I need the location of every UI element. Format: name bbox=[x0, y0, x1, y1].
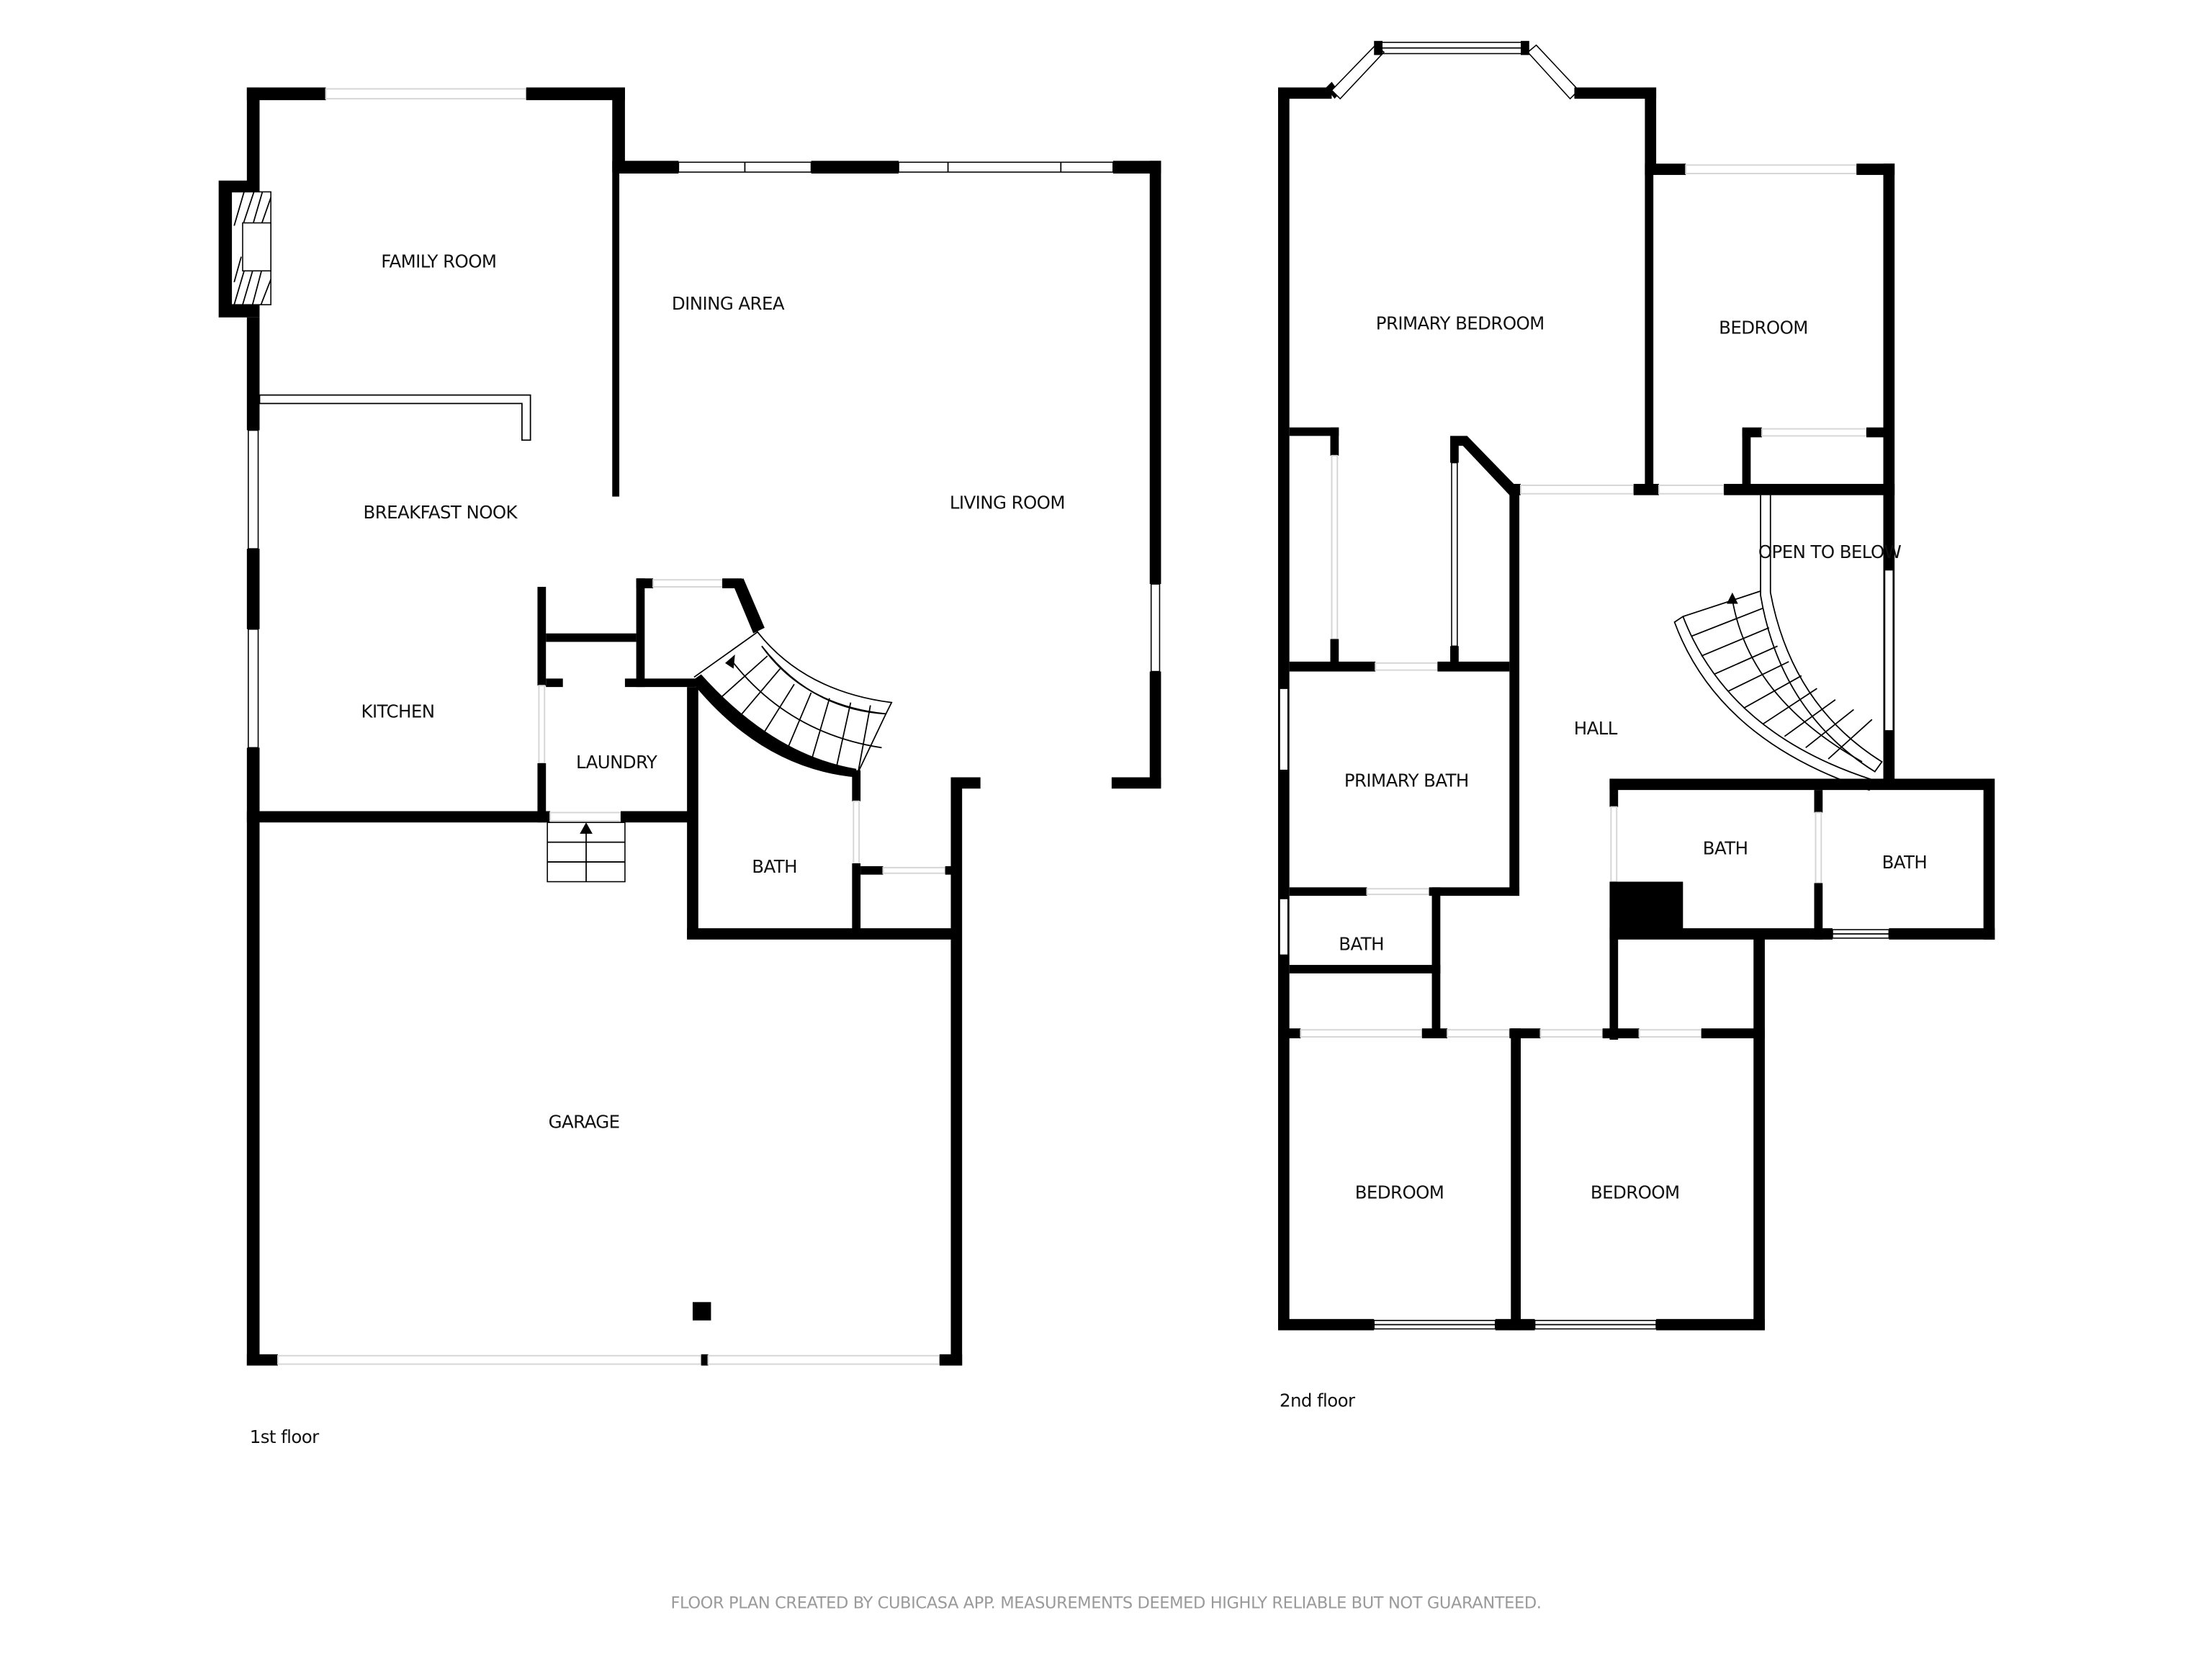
room-label-bath-center: BATH bbox=[1703, 837, 1748, 858]
room-label-living-room: LIVING ROOM bbox=[950, 492, 1065, 513]
staircase-first-floor-icon bbox=[691, 631, 893, 778]
fireplace-icon bbox=[218, 180, 271, 318]
room-label-bath: BATH bbox=[752, 856, 797, 877]
room-label-hall: HALL bbox=[1574, 718, 1618, 739]
room-label-primary-bath: PRIMARY BATH bbox=[1344, 770, 1469, 791]
room-label-breakfast-nook: BREAKFAST NOOK bbox=[364, 502, 518, 523]
room-label-garage: GARAGE bbox=[549, 1112, 620, 1133]
garage-steps-icon bbox=[547, 822, 626, 883]
room-label-bath-right: BATH bbox=[1882, 852, 1928, 873]
floor-label-first: 1st floor bbox=[250, 1426, 320, 1447]
second-floor-plan: PRIMARY BEDROOM BEDROOM OPEN TO BELOW HA… bbox=[1278, 40, 1995, 1411]
footer-disclaimer: FLOOR PLAN CREATED BY CUBICASA APP. MEAS… bbox=[670, 1593, 1541, 1612]
staircase-second-floor-icon bbox=[1673, 495, 1883, 791]
room-label-open-to-below: OPEN TO BELOW bbox=[1758, 541, 1902, 562]
chimney-block bbox=[1609, 881, 1683, 933]
room-label-family-room: FAMILY ROOM bbox=[381, 251, 496, 271]
room-label-bedroom-sw: BEDROOM bbox=[1355, 1182, 1444, 1202]
room-label-primary-bedroom: PRIMARY BEDROOM bbox=[1376, 313, 1545, 334]
room-label-bedroom-ne: BEDROOM bbox=[1719, 317, 1808, 338]
first-floor-plan: FAMILY ROOM DINING AREA BREAKFAST NOOK L… bbox=[218, 87, 1161, 1447]
floor-label-second: 2nd floor bbox=[1280, 1390, 1356, 1411]
garage-post bbox=[692, 1302, 711, 1321]
room-label-bath-small: BATH bbox=[1339, 934, 1384, 955]
room-label-laundry: LAUNDRY bbox=[576, 752, 657, 773]
room-label-kitchen: KITCHEN bbox=[361, 701, 435, 721]
room-label-dining-area: DINING AREA bbox=[672, 293, 785, 314]
room-label-bedroom-se: BEDROOM bbox=[1591, 1182, 1680, 1202]
